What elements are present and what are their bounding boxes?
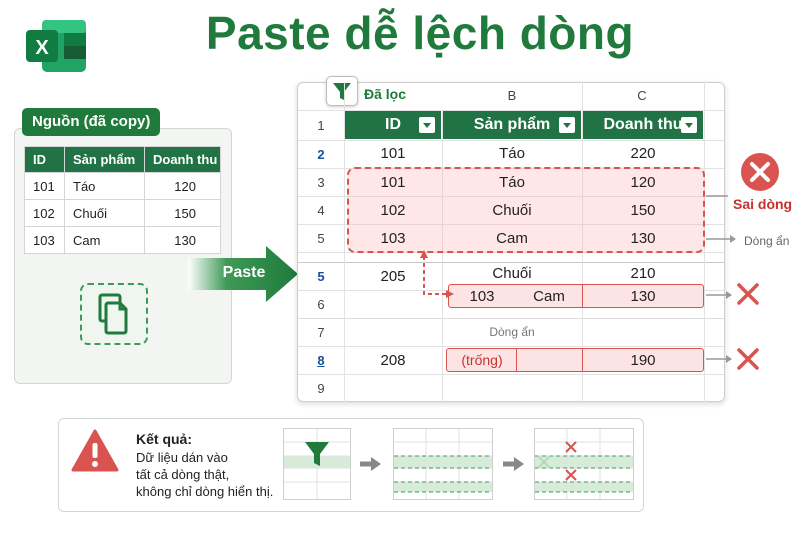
error-circle-icon	[741, 153, 779, 191]
connector-arrow	[706, 291, 732, 299]
cell[interactable]: Táo	[499, 145, 525, 162]
cell[interactable]: 101	[380, 145, 406, 162]
result-line: không chỉ dòng hiển thị.	[136, 484, 274, 499]
table-header-row: ID Sản phẩm Doanh thu	[24, 146, 221, 173]
table-cell: Cam	[64, 226, 145, 254]
connector-arrow	[706, 355, 732, 363]
result-line: Dữ liệu dán vào	[136, 450, 228, 465]
error-x-icon	[737, 283, 759, 305]
table-cell: 101	[24, 172, 65, 200]
step-arrow-icon	[503, 457, 524, 471]
excel-logo-icon: X	[26, 20, 86, 72]
row-number: 3	[317, 175, 325, 190]
row-number: 8	[317, 353, 325, 368]
row-number: 1	[317, 118, 325, 133]
row-number: 5	[317, 269, 325, 284]
result-line: tất cả dòng thật,	[136, 467, 230, 482]
row-number: 5	[317, 231, 325, 246]
column-letter-b: B	[507, 88, 517, 103]
table-cell: 103	[24, 226, 65, 254]
mini-result-sheet	[534, 428, 634, 500]
hidden-row-label: Dòng ẩn	[489, 325, 535, 339]
warning-icon	[71, 429, 119, 472]
source-header-product: Sản phẩm	[64, 146, 145, 173]
header-label: Doanh thu	[603, 116, 683, 133]
step-arrow-icon	[360, 457, 381, 471]
cell[interactable]: Chuối	[492, 202, 532, 219]
filter-icon	[333, 83, 351, 100]
table-cell: Chuối	[64, 199, 145, 227]
cell[interactable]: 102	[380, 202, 406, 219]
cell[interactable]: 103	[469, 288, 495, 305]
header-label: ID	[385, 116, 401, 133]
table-cell: 130	[144, 226, 221, 254]
cell[interactable]: 210	[630, 265, 656, 282]
cell[interactable]: Cam	[496, 230, 528, 247]
paste-label: Paste	[222, 264, 266, 281]
connector-arrow	[706, 235, 736, 243]
svg-text:X: X	[35, 37, 49, 59]
table-cell: 120	[144, 172, 221, 200]
copy-box	[80, 283, 148, 345]
filter-button[interactable]	[326, 76, 358, 106]
column-letter-c: C	[637, 88, 647, 103]
dropdown-arrow-icon[interactable]	[681, 117, 697, 133]
sheet-header-product[interactable]: Sản phẩm	[443, 111, 581, 139]
cell[interactable]: Táo	[499, 174, 525, 191]
source-title: Nguồn (đã copy)	[22, 108, 161, 136]
cell[interactable]: 205	[380, 268, 406, 285]
row-number: 4	[317, 203, 325, 218]
cell[interactable]: Cam	[533, 288, 565, 305]
row-number: 9	[317, 381, 325, 396]
source-header-id: ID	[24, 146, 65, 173]
result-text: Dữ liệu dán vào tất cả dòng thật, không …	[136, 449, 273, 500]
table-row: 102 Chuối 150	[24, 199, 221, 227]
row-number: 7	[317, 325, 325, 340]
hidden-row-annotation: Dòng ẩn	[744, 234, 790, 248]
error-x-icon	[737, 348, 759, 370]
row-number: 6	[317, 297, 325, 312]
mini-filtered-sheet	[283, 428, 351, 500]
connector-line	[706, 195, 728, 197]
cell[interactable]: 150	[630, 202, 656, 219]
dropdown-arrow-icon[interactable]	[419, 117, 435, 133]
shift-arrow	[420, 250, 454, 298]
wrong-row-label: Sai dòng	[733, 196, 793, 212]
table-cell: Táo	[64, 172, 145, 200]
cell[interactable]: 101	[380, 174, 406, 191]
result-title: Kết quả:	[136, 431, 192, 447]
table-row: 101 Táo 120	[24, 172, 221, 200]
table-cell: 102	[24, 199, 65, 227]
dropdown-arrow-icon[interactable]	[559, 117, 575, 133]
cell[interactable]: (trống)	[461, 352, 503, 368]
cell[interactable]: 120	[630, 174, 656, 191]
cell[interactable]: 220	[630, 145, 656, 162]
sheet-header-id[interactable]: ID	[345, 111, 441, 139]
row-number: 2	[317, 147, 325, 162]
misaligned-rows-zone	[347, 167, 705, 253]
filtered-label: Đã lọc	[364, 86, 407, 102]
source-table: ID Sản phẩm Doanh thu 101 Táo 120 102 Ch…	[24, 146, 221, 254]
cell[interactable]: Chuối	[492, 265, 532, 282]
source-header-revenue: Doanh thu	[144, 146, 221, 173]
cell[interactable]: 103	[380, 230, 406, 247]
paste-arrow	[188, 246, 298, 302]
copy-icon	[98, 293, 128, 335]
sheet-header-revenue[interactable]: Doanh thu	[583, 111, 703, 139]
table-row: 103 Cam 130	[24, 226, 221, 254]
page-title: Paste dễ lệch dòng	[205, 7, 635, 59]
header-label: Sản phẩm	[473, 116, 551, 133]
pasted-row-pill	[446, 348, 704, 372]
cell[interactable]: 190	[630, 352, 656, 369]
table-cell: 150	[144, 199, 221, 227]
cell[interactable]: 130	[630, 230, 656, 247]
mini-paste-sheet	[393, 428, 493, 500]
cell[interactable]: 208	[380, 352, 406, 369]
cell[interactable]: 130	[630, 288, 656, 305]
